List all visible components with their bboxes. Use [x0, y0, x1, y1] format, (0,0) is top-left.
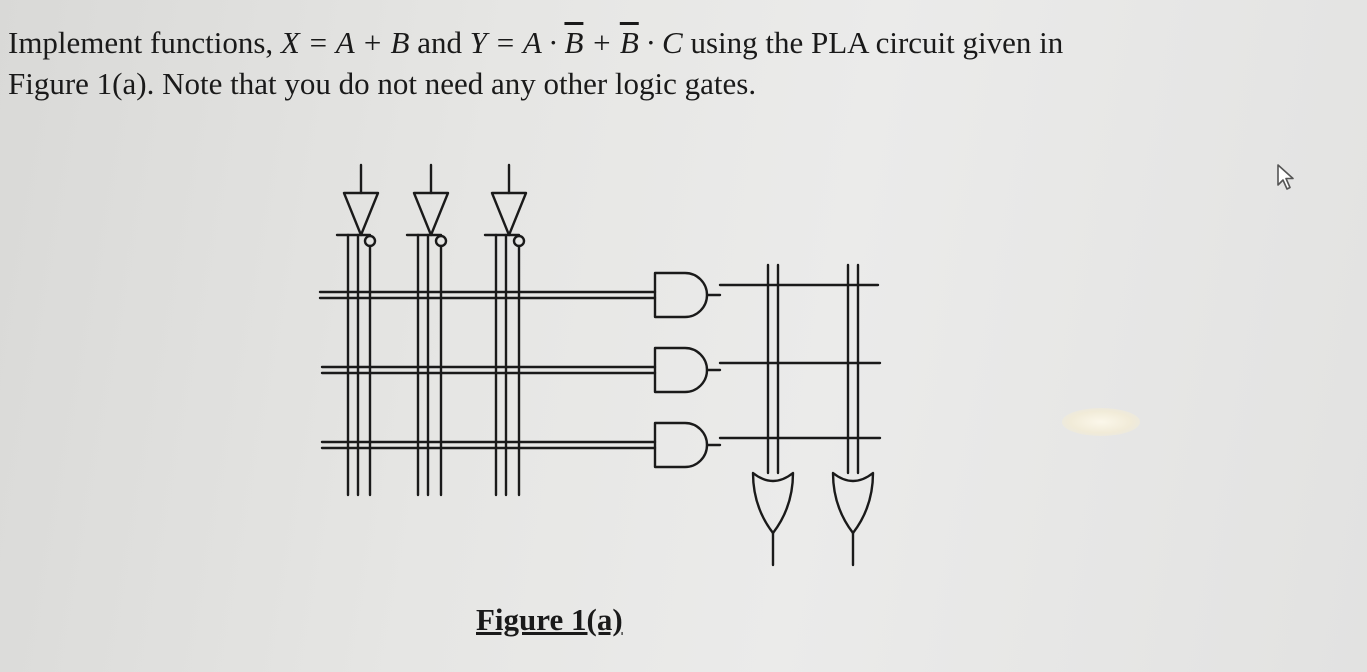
pla-circuit-diagram [318, 163, 882, 567]
and-gate-2 [653, 346, 722, 394]
dot-c: · C [638, 25, 683, 60]
or-plane-lines [766, 263, 860, 475]
function-y-lhs: Y = A · [469, 25, 565, 60]
and-text: and [409, 25, 470, 60]
input-lines [346, 233, 521, 497]
screen-glare [1062, 408, 1140, 436]
figure-caption: Figure 1(a) [476, 602, 623, 637]
problem-line-1: Implement functions, X = A + B and Y = A… [8, 22, 1338, 63]
and-output-lines [718, 283, 882, 440]
input-buffer-3 [483, 163, 528, 248]
problem-line-2: Figure 1(a). Note that you do not need a… [8, 66, 757, 101]
and-gate-1 [653, 271, 722, 319]
input-buffer-2 [405, 163, 450, 248]
function-x: X = A + B [280, 25, 410, 60]
product-lines [318, 290, 657, 450]
plus-sign: + [583, 25, 620, 60]
or-gate-2 [831, 471, 875, 567]
function-y: Y = A · B + B · C [470, 25, 683, 60]
input-buffer-1 [335, 163, 380, 248]
mouse-pointer-icon [1277, 164, 1294, 190]
b-bar-1: B [564, 25, 584, 60]
using-pla-text: using the PLA circuit given in [682, 25, 1064, 60]
problem-statement: Implement functions, X = A + B and Y = A… [8, 22, 1338, 104]
b-bar-2: B [619, 25, 639, 60]
intro-text: Implement functions, [8, 25, 281, 60]
and-gate-3 [653, 421, 722, 469]
or-gate-1 [751, 471, 795, 567]
